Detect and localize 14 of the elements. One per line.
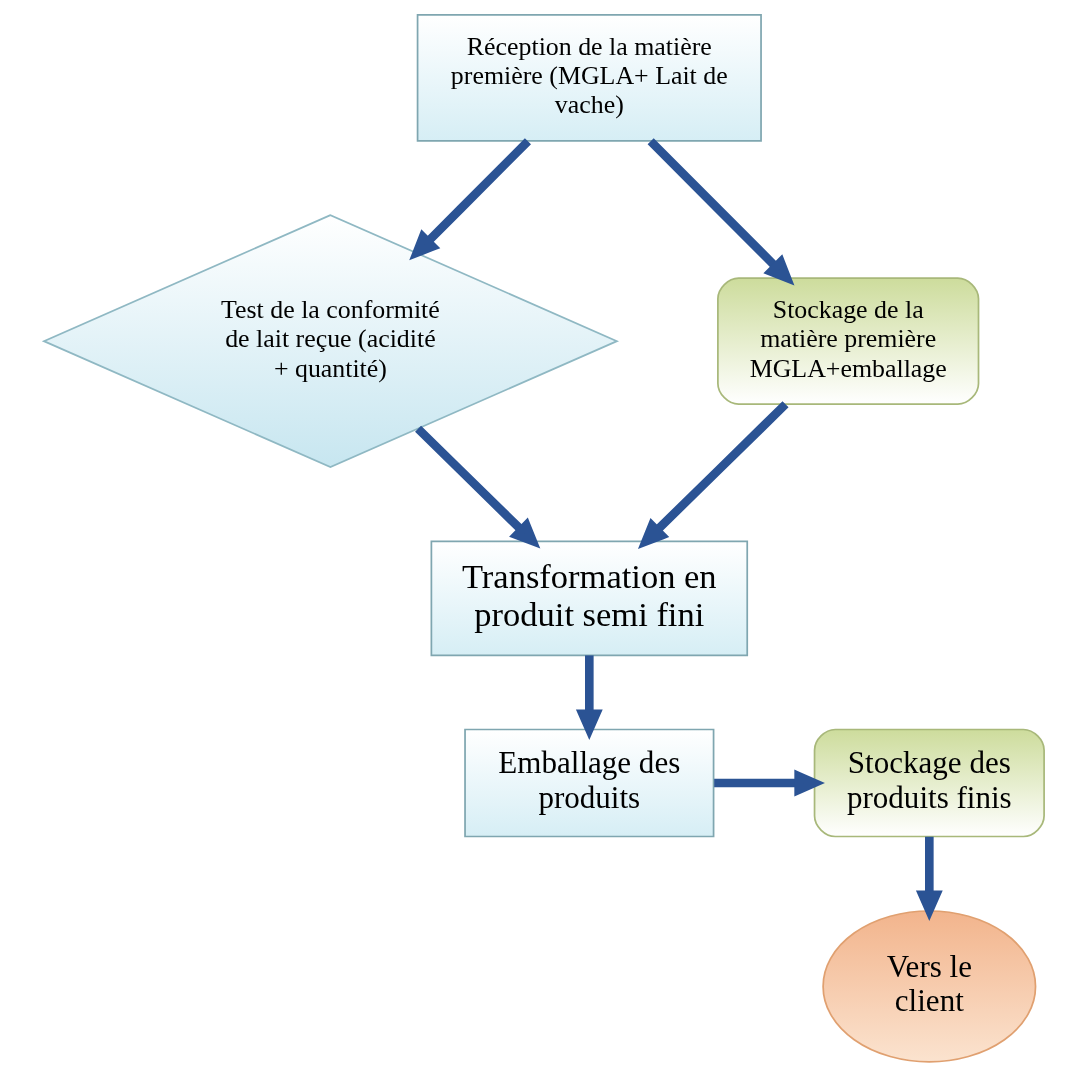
node-box: Stockage des produits finis bbox=[813, 728, 1045, 838]
arrow bbox=[415, 425, 541, 549]
node-diamond: Test de la conformité de lait reçue (acidité + quantité) bbox=[41, 214, 620, 469]
node-ellipse: Vers le client bbox=[822, 910, 1037, 1063]
arrow bbox=[409, 138, 531, 261]
arrow bbox=[647, 138, 795, 286]
arrow bbox=[637, 401, 789, 549]
node-box: Réception de la matière première (MGLA+ Lait de vache) bbox=[416, 14, 762, 142]
arrow bbox=[575, 655, 603, 741]
node-box: Stockage de la matière première MGLA+emballage bbox=[717, 277, 980, 405]
node-box: Transformation en produit semi fini bbox=[430, 540, 749, 657]
arrow bbox=[714, 769, 825, 797]
node-box: Emballage des produits bbox=[464, 728, 715, 838]
arrow bbox=[915, 836, 943, 922]
